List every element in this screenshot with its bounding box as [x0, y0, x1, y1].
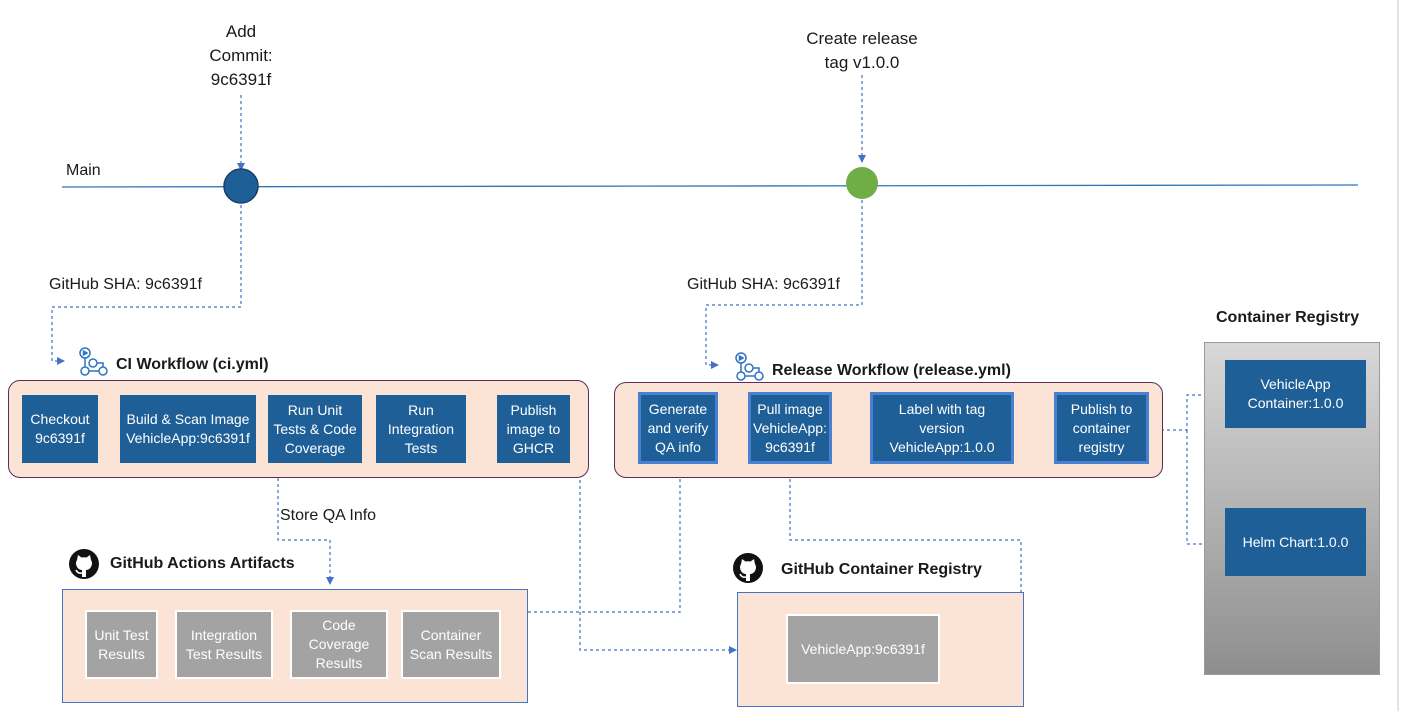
artifact-unit-test-results[interactable]: Unit Test Results [85, 610, 158, 679]
release-step-pull-image[interactable]: Pull image VehicleApp: 9c6391f [748, 392, 832, 464]
sha-label-release: GitHub SHA: 9c6391f [685, 276, 842, 294]
release-workflow-title: Release Workflow (release.yml) [772, 362, 1011, 379]
container-registry-title: Container Registry [1216, 309, 1360, 326]
node-to-ci-arrow [51, 205, 242, 365]
release-trigger-label: Create release tag v1.0.0 [806, 29, 918, 72]
ci-step-build-scan[interactable]: Build & Scan Image VehicleApp:9c6391f [120, 395, 256, 463]
artifact-container-scan-results[interactable]: Container Scan Results [401, 610, 501, 679]
ci-step-integration-tests[interactable]: Run Integration Tests [376, 395, 466, 463]
ghcr-image-vehicleapp[interactable]: VehicleApp:9c6391f [786, 614, 940, 684]
store-qa-label: Store QA Info [280, 507, 377, 524]
github-actions-workflow-icon [734, 351, 766, 381]
branch-label: Main [66, 162, 101, 179]
ghcr-panel [737, 592, 1024, 707]
commit-node [223, 168, 259, 204]
ci-step-unit-tests[interactable]: Run Unit Tests & Code Coverage [268, 395, 362, 463]
commit-trigger-label: Add Commit: 9c6391f [209, 22, 273, 89]
registry-helm-chart[interactable]: Helm Chart:1.0.0 [1225, 508, 1366, 576]
node-to-release-arrow [705, 200, 863, 369]
artifacts-title: GitHub Actions Artifacts [110, 555, 295, 572]
registry-vehicleapp-container[interactable]: VehicleApp Container:1.0.0 [1225, 360, 1366, 428]
github-octocat-icon [68, 548, 100, 580]
release-step-generate-qa[interactable]: Generate and verify QA info [638, 392, 718, 464]
github-octocat-icon [732, 552, 764, 584]
main-branch-line [61, 184, 1359, 188]
artifacts-to-qa-arrow [528, 463, 684, 613]
release-step-publish-registry[interactable]: Publish to container registry [1054, 392, 1149, 464]
release-step-label-tag[interactable]: Label with tag version VehicleApp:1.0.0 [870, 392, 1014, 464]
store-qa-arrow [277, 478, 334, 585]
release-node [846, 167, 878, 199]
sha-label-ci: GitHub SHA: 9c6391f [47, 276, 204, 294]
ghcr-title: GitHub Container Registry [781, 561, 982, 578]
artifact-code-coverage-results[interactable]: Code Coverage Results [290, 610, 388, 679]
publish-to-ghcr-arrow [573, 432, 737, 654]
artifact-integration-test-results[interactable]: Integration Test Results [175, 610, 273, 679]
github-actions-workflow-icon [78, 346, 110, 376]
ci-step-publish-ghcr[interactable]: Publish image to GHCR [497, 395, 570, 463]
ci-step-checkout[interactable]: Checkout 9c6391f [22, 395, 98, 463]
ci-workflow-title: CI Workflow (ci.yml) [116, 356, 269, 373]
